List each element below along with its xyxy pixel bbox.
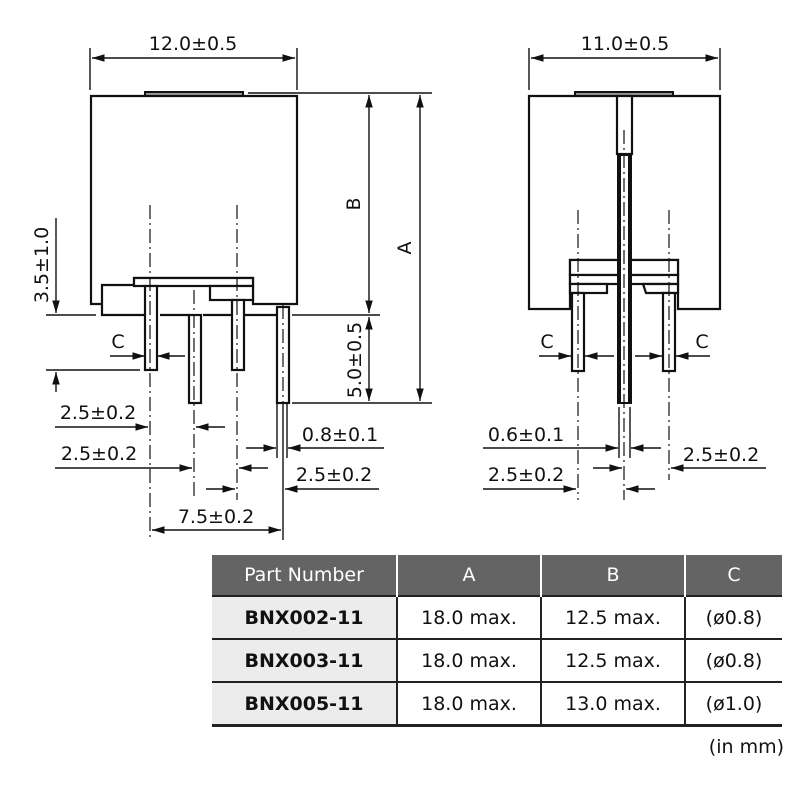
side-width-dim: 11.0±0.5 (581, 33, 669, 55)
table-header-row: Part Number A B C (212, 555, 782, 596)
part-dimension-table: Part Number A B C BNX002-11 18.0 max. 12… (212, 555, 782, 727)
dimension-drawing: 12.0±0.5 3.5±1.0 C (31, 33, 766, 540)
side-lead-dia-label-right: C (695, 331, 708, 353)
front-lead-dia-label: C (111, 331, 124, 353)
table-row: BNX005-11 18.0 max. 13.0 max. (ø1.0) (212, 681, 782, 727)
pitch-right: 2.5±0.2 (296, 464, 372, 486)
lead-thickness-dim: 0.6±0.1 (488, 424, 564, 446)
pitch-left-1: 2.5±0.2 (60, 402, 136, 424)
unit-note: (in mm) (708, 736, 784, 758)
side-lead-dia-label-left: C (540, 331, 553, 353)
height-A-label: A (394, 242, 416, 255)
dim-B-cell: 13.0 max. (541, 681, 686, 727)
dim-A-cell: 18.0 max. (397, 595, 542, 639)
dim-B-cell: 12.5 max. (541, 595, 686, 639)
height-B-label: B (343, 197, 365, 210)
table-row: BNX002-11 18.0 max. 12.5 max. (ø0.8) (212, 595, 782, 639)
front-view: 12.0±0.5 3.5±1.0 C (31, 33, 432, 540)
total-pitch-dim: 7.5±0.2 (178, 506, 254, 528)
header-A: A (397, 555, 542, 596)
lead-width-dim: 0.8±0.1 (302, 424, 378, 446)
dim-A-cell: 18.0 max. (397, 681, 542, 727)
side-view: 11.0±0.5 C C 0.6±0.1 2.5±0.2 (483, 33, 766, 500)
lead-length-dim: 5.0±0.5 (344, 322, 366, 398)
dim-A-cell: 18.0 max. (397, 638, 542, 682)
standoff-dim: 3.5±1.0 (31, 227, 53, 303)
part-number-cell: BNX002-11 (212, 595, 398, 639)
part-number-cell: BNX003-11 (212, 638, 398, 682)
dim-C-cell: (ø0.8) (685, 595, 782, 639)
pitch-left-2: 2.5±0.2 (61, 443, 137, 465)
side-pitch-left: 2.5±0.2 (488, 464, 564, 486)
side-pitch-right: 2.5±0.2 (683, 444, 759, 466)
dim-C-cell: (ø1.0) (685, 681, 782, 727)
front-width-dim: 12.0±0.5 (149, 33, 237, 55)
table-row: BNX003-11 18.0 max. 12.5 max. (ø0.8) (212, 638, 782, 682)
header-part-number: Part Number (212, 555, 398, 596)
part-number-cell: BNX005-11 (212, 681, 398, 727)
dim-B-cell: 12.5 max. (541, 638, 686, 682)
header-B: B (541, 555, 686, 596)
dim-C-cell: (ø0.8) (685, 638, 782, 682)
header-C: C (685, 555, 782, 596)
